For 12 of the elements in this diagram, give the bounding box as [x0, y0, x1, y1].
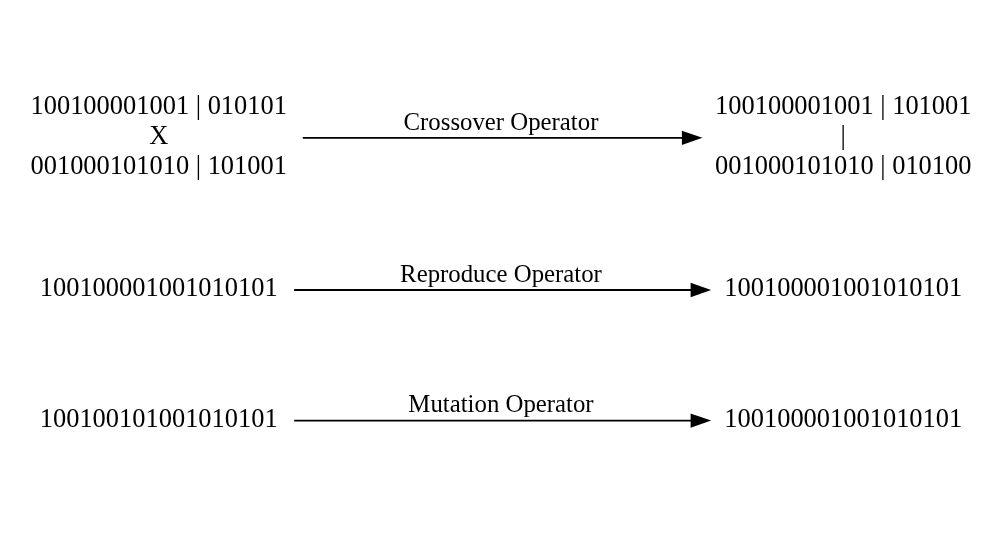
arrow — [301, 130, 703, 146]
edge-label: Crossover Operator — [403, 107, 599, 135]
node-text: 100100001001010101 — [724, 402, 963, 433]
node-text: 100100001001010101 — [724, 272, 963, 303]
node-text: 100100001001 | 101001 | 001000101010 | 010100 — [715, 90, 972, 180]
edge-label: Reproduce Operator — [400, 259, 602, 287]
node-text: 100100101001010101 — [39, 402, 278, 433]
node-text: 100100001001010101 — [39, 272, 278, 303]
arrow — [293, 413, 712, 428]
node-text: 100100001001 | 010101 X 001000101010 | 101001 — [30, 90, 287, 180]
arrow — [293, 282, 712, 298]
edge-label: Mutation Operator — [408, 390, 594, 418]
